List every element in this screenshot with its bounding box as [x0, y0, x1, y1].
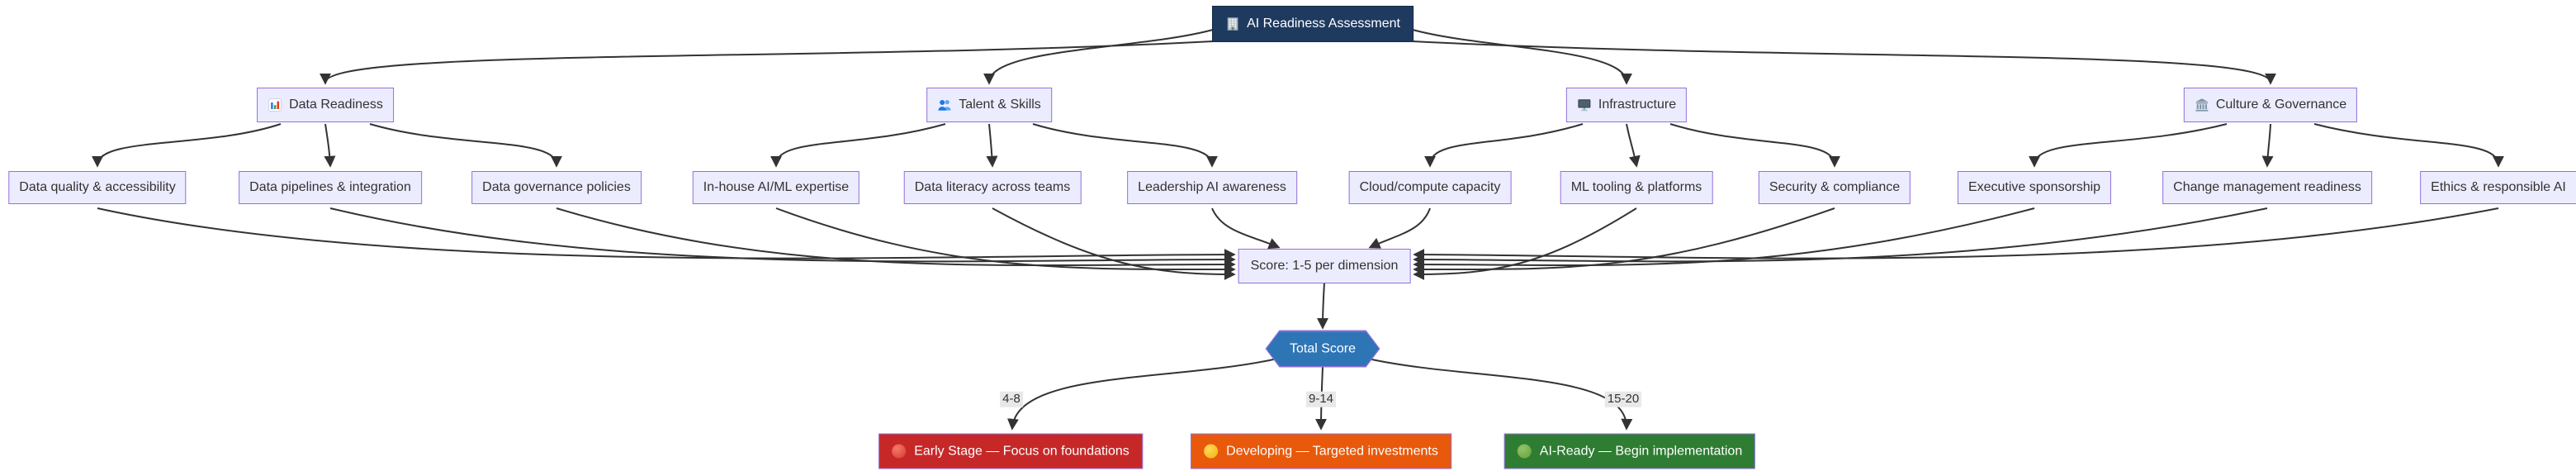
node-label: Early Stage — Focus on foundations — [914, 444, 1129, 458]
edge — [775, 207, 1236, 276]
edge-label-4-8: 4-8 — [1000, 391, 1023, 407]
edge — [1412, 40, 2276, 85]
edge — [369, 123, 562, 168]
node-label: Talent & Skills — [959, 98, 1041, 112]
edge — [983, 29, 1214, 85]
people-icon — [937, 98, 952, 112]
node-label: Total Score — [1267, 331, 1379, 366]
node-developing[interactable]: Developing — Targeted investments — [1191, 433, 1451, 469]
edge-label-9-14: 9-14 — [1305, 391, 1337, 407]
node-label: Culture & Governance — [2215, 98, 2347, 112]
node-culture-governance[interactable]: Culture & Governance — [2183, 88, 2358, 122]
edge — [329, 207, 1236, 266]
node-cloud-compute-capacity[interactable]: Cloud/compute capacity — [1348, 171, 1512, 204]
yellow-circle-icon — [1204, 444, 1219, 459]
edge — [92, 123, 282, 168]
green-circle-icon — [1517, 444, 1532, 459]
node-early-stage[interactable]: Early Stage — Focus on foundations — [878, 433, 1143, 469]
node-label: Developing — Targeted investments — [1226, 444, 1438, 458]
node-data-pipelines-integration[interactable]: Data pipelines & integration — [239, 171, 422, 204]
node-talent-skills[interactable]: Talent & Skills — [926, 88, 1052, 122]
edge — [97, 207, 1236, 261]
node-label: AI-Ready — Begin implementation — [1539, 444, 1743, 458]
monitor-icon — [1577, 98, 1592, 112]
edge — [1413, 207, 2268, 266]
edge — [1317, 282, 1329, 330]
office-building-icon — [1225, 17, 1240, 31]
node-label: Infrastructure — [1598, 98, 1677, 112]
edge — [2261, 123, 2274, 168]
node-security-compliance[interactable]: Security & compliance — [1758, 171, 1911, 204]
edge — [1367, 358, 1633, 431]
node-ai-readiness-assessment[interactable]: AI Readiness Assessment — [1212, 6, 1413, 42]
edge — [1412, 29, 1632, 85]
node-infrastructure[interactable]: Infrastructure — [1565, 88, 1688, 122]
classical-building-icon — [2195, 98, 2209, 112]
edge — [1669, 123, 1840, 168]
node-label: Data Readiness — [289, 98, 383, 112]
edge — [1211, 207, 1281, 250]
node-data-governance-policies[interactable]: Data governance policies — [471, 171, 642, 204]
edge — [1424, 123, 1584, 168]
edge — [1413, 207, 2499, 261]
node-leadership-ai-awareness[interactable]: Leadership AI awareness — [1127, 171, 1297, 204]
node-ethics-responsible-ai[interactable]: Ethics & responsible AI — [2420, 171, 2576, 204]
edge — [324, 123, 336, 168]
bar-chart-icon — [268, 98, 282, 112]
node-score-per-dimension[interactable]: Score: 1-5 per dimension — [1238, 249, 1411, 283]
edge — [320, 40, 1214, 85]
edge — [992, 207, 1236, 280]
node-executive-sponsorship[interactable]: Executive sponsorship — [1957, 171, 2112, 204]
node-data-literacy-across-teams[interactable]: Data literacy across teams — [903, 171, 1082, 204]
node-data-quality-accessibility[interactable]: Data quality & accessibility — [8, 171, 187, 204]
node-ml-tooling-platforms[interactable]: ML tooling & platforms — [1560, 171, 1713, 204]
node-change-management-readiness[interactable]: Change management readiness — [2162, 171, 2372, 204]
edge — [1413, 207, 1835, 276]
edge — [1032, 123, 1218, 168]
edge — [2313, 123, 2504, 168]
edge — [2029, 123, 2228, 168]
edge — [1007, 358, 1278, 431]
edge — [1626, 123, 1641, 168]
edge — [986, 123, 998, 168]
edge-group — [92, 29, 2504, 431]
red-circle-icon — [892, 444, 907, 459]
edge — [770, 123, 946, 168]
node-data-readiness[interactable]: Data Readiness — [257, 88, 394, 122]
edge — [1368, 207, 1431, 249]
node-label: AI Readiness Assessment — [1247, 17, 1400, 31]
node-ai-ready[interactable]: AI-Ready — Begin implementation — [1503, 433, 1756, 469]
node-inhouse-ai-ml-expertise[interactable]: In-house AI/ML expertise — [692, 171, 860, 204]
edge-label-15-20: 15-20 — [1604, 391, 1642, 407]
node-total-score[interactable]: Total Score — [1265, 331, 1380, 368]
edge — [1413, 207, 1637, 280]
